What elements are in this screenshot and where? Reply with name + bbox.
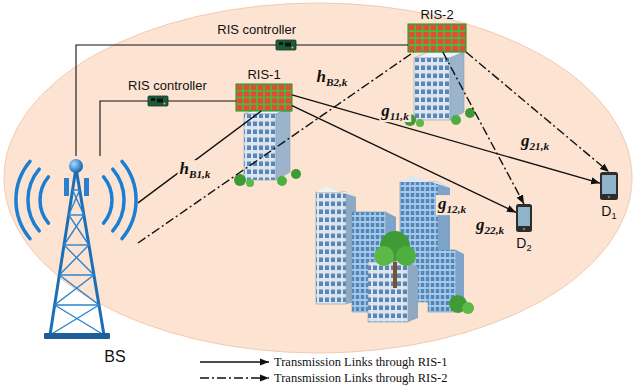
ris-controller: RIS controller — [276, 40, 296, 50]
node-label: RIS-2 — [420, 8, 453, 23]
controller-board — [148, 96, 168, 106]
phone — [600, 172, 618, 200]
channel-label-holder: g11,k — [379, 102, 411, 122]
control-wire — [76, 45, 276, 156]
node-label: RIS-1 — [247, 68, 280, 83]
label-main: D — [601, 203, 611, 219]
label-subscript: B2,k — [326, 76, 348, 88]
transmission-link — [443, 52, 524, 204]
control-wire — [296, 44, 408, 45]
node-label: RIS controller — [217, 23, 296, 38]
label-main: h — [180, 159, 189, 178]
channel-label: g22,k — [474, 216, 506, 236]
ris-controller: RIS controller — [148, 96, 168, 106]
transmission-link — [466, 52, 609, 172]
channel-label-holder: hB1,k — [178, 160, 213, 180]
city-buildings — [316, 176, 474, 322]
label-holder: RIS controller — [217, 20, 296, 38]
base-station-tower — [16, 159, 136, 339]
node-label: RIS controller — [128, 79, 207, 94]
ris-surface — [408, 24, 466, 52]
user-device: D2 — [516, 204, 532, 232]
label-subscript: 11,k — [390, 110, 409, 122]
ris-surface — [236, 84, 292, 111]
user-device: D1 — [600, 172, 618, 200]
label-holder: BS — [104, 348, 125, 366]
label-subscript: 1 — [611, 211, 616, 221]
label-subscript: B1,k — [189, 168, 211, 180]
node-label: D1 — [601, 203, 616, 222]
ris-panel: RIS-1 — [236, 84, 292, 111]
channel-label: g11,k — [379, 102, 411, 122]
label-main: h — [317, 67, 326, 86]
label-main: g — [476, 215, 485, 234]
label-holder: D1 — [601, 202, 616, 222]
legend-text: Transmission Links through RIS-1 — [274, 355, 448, 370]
label-main: D — [516, 235, 526, 251]
building — [404, 52, 475, 127]
label-main: g — [438, 194, 447, 213]
label-subscript: 21,k — [529, 140, 549, 152]
label-main: g — [521, 131, 530, 150]
channel-label: hB1,k — [178, 160, 213, 180]
legend-row: Transmission Links through RIS-1 — [198, 354, 448, 370]
label-holder: D2 — [516, 234, 531, 254]
channel-label: g21,k — [519, 132, 551, 152]
ris-panel: RIS-2 — [408, 24, 466, 52]
channel-label-holder: hB2,k — [315, 68, 350, 88]
label-subscript: 2 — [526, 243, 531, 253]
channel-label-holder: g12,k — [436, 195, 468, 215]
transmission-link — [138, 111, 261, 203]
transmission-link — [292, 106, 516, 213]
node-label: BS — [104, 348, 125, 366]
label-main: g — [381, 101, 390, 120]
building — [234, 108, 301, 187]
channel-label-holder: g21,k — [519, 132, 551, 152]
label-holder: RIS controller — [128, 76, 207, 94]
legend-line — [200, 377, 269, 378]
phone — [516, 204, 532, 232]
label-subscript: 22,k — [484, 224, 504, 236]
legend-line — [200, 361, 269, 362]
control-wire — [100, 101, 148, 156]
legend-text: Transmission Links through RIS-2 — [274, 371, 448, 386]
controller-board — [276, 40, 296, 50]
label-holder: RIS-2 — [420, 5, 453, 23]
control-wire — [168, 100, 236, 101]
channel-label: hB2,k — [315, 68, 350, 88]
transmission-link — [292, 95, 600, 183]
legend-row: Transmission Links through RIS-2 — [198, 370, 448, 386]
coverage-area — [4, 3, 632, 353]
legend-line-sample — [198, 357, 272, 367]
channel-label: g12,k — [436, 195, 468, 215]
legend-line-sample — [198, 373, 272, 383]
label-holder: RIS-1 — [247, 65, 280, 83]
base-station: BS — [14, 156, 138, 340]
node-label: D2 — [516, 235, 531, 254]
channel-label-holder: g22,k — [474, 216, 506, 236]
label-subscript: 12,k — [446, 203, 466, 215]
